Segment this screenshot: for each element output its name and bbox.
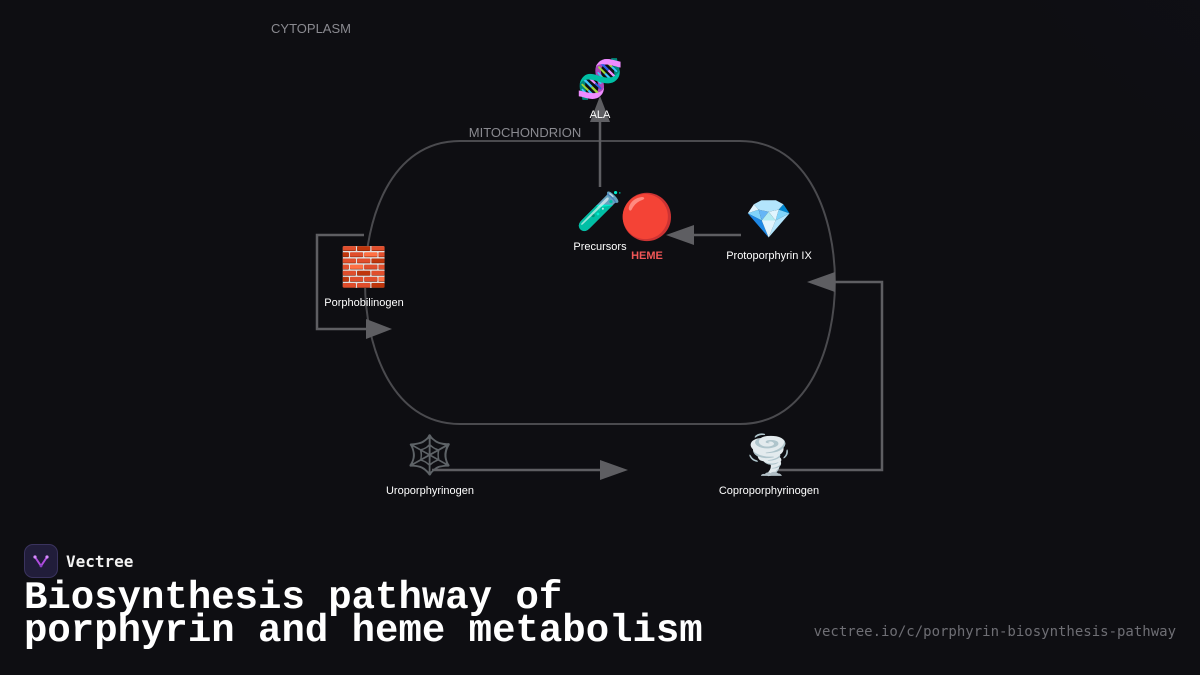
dna-icon: 🧬 xyxy=(576,56,623,102)
node-uroporphyrinogen[interactable]: 🕸️ Uroporphyrinogen xyxy=(386,433,474,497)
node-label-coproporphyrinogen: Coproporphyrinogen xyxy=(719,485,819,497)
test-tube-icon: 🧪 xyxy=(576,189,623,233)
node-label-precursors: Precursors xyxy=(573,241,627,253)
node-label-porphobilinogen: Porphobilinogen xyxy=(324,297,404,309)
cytoplasm-label: CYTOPLASM xyxy=(271,21,351,36)
brand[interactable]: Vectree xyxy=(24,544,133,578)
node-heme[interactable]: 🔴 HEME xyxy=(620,192,675,262)
node-label-heme: HEME xyxy=(631,250,663,262)
edge-porphobilinogen-loop xyxy=(315,233,392,339)
edge-protoporphyrin-to-heme xyxy=(666,225,741,245)
spider-web-icon: 🕸️ xyxy=(406,433,453,477)
page-title: Biosynthesis pathway of porphyrin and he… xyxy=(24,576,703,653)
node-ala[interactable]: 🧬 ALA xyxy=(576,56,623,121)
edge-precursors-to-ala xyxy=(590,96,610,187)
node-label-protoporphyrin-ix: Protoporphyrin IX xyxy=(726,250,812,262)
node-label-ala: ALA xyxy=(590,109,611,121)
tornado-icon: 🌪️ xyxy=(745,432,792,478)
vectree-logo-mark xyxy=(33,555,49,568)
vectree-logo-icon xyxy=(24,544,58,578)
red-circle-icon: 🔴 xyxy=(620,192,675,243)
gem-icon: 💎 xyxy=(745,197,792,241)
node-label-uroporphyrinogen: Uroporphyrinogen xyxy=(386,485,474,497)
node-protoporphyrin-ix[interactable]: 💎 Protoporphyrin IX xyxy=(726,197,812,262)
node-precursors[interactable]: 🧪 Precursors xyxy=(573,189,627,253)
source-url[interactable]: vectree.io/c/porphyrin-biosynthesis-path… xyxy=(813,624,1176,640)
edge-uroporphyrinogen-to-coproporphyrinogen xyxy=(432,460,628,480)
mitochondrion-membrane xyxy=(363,140,837,425)
mitochondrion-label: MITOCHONDRION xyxy=(469,125,581,140)
brick-icon: 🧱 xyxy=(340,245,387,289)
edge-coproporphyrinogen-to-protoporphyrin xyxy=(770,272,884,472)
node-coproporphyrinogen[interactable]: 🌪️ Coproporphyrinogen xyxy=(719,432,819,497)
node-porphobilinogen[interactable]: 🧱 Porphobilinogen xyxy=(324,245,404,309)
brand-name: Vectree xyxy=(66,551,134,571)
